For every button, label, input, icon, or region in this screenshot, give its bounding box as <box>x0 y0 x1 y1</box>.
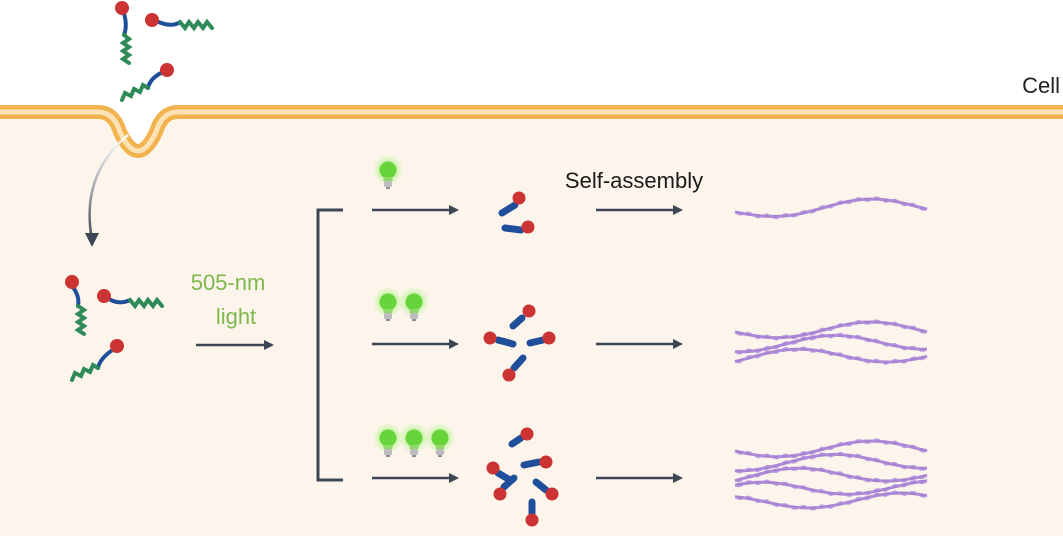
endocytosis-arrow <box>88 134 129 241</box>
cleaved-monomers-row-3 <box>486 427 559 527</box>
nanofiber-icon <box>734 319 928 341</box>
nanofiber-icon <box>734 465 928 484</box>
nanofiber-bundle-1 <box>734 196 928 220</box>
branch-bracket <box>316 208 343 482</box>
light-bulb-icon <box>398 422 430 457</box>
light-bulb-icon <box>424 422 456 457</box>
light-bulb-icon <box>372 286 404 321</box>
nanofiber-icon <box>734 346 928 365</box>
nanofiber-bundle-3 <box>734 438 928 511</box>
nanofiber-icon <box>734 479 928 498</box>
cleaved-monomers-row-1 <box>498 191 535 234</box>
nanofiber-bundles <box>734 196 928 511</box>
self-assembly-label: Self-assembly <box>565 168 703 193</box>
light-bulb-group-1 <box>372 154 404 189</box>
nanofiber-icon <box>734 332 928 355</box>
light-bulb-icon <box>372 422 404 457</box>
cell-label: Cell <box>1022 73 1060 98</box>
light-bulb-icon <box>372 154 404 189</box>
nanofiber-icon <box>734 438 928 460</box>
endocytosis-arrow-head <box>85 233 99 247</box>
nanofiber-bundle-2 <box>734 319 928 365</box>
light-bulb-group-2 <box>372 286 430 321</box>
light-wavelength-label: 505-nm <box>191 270 266 295</box>
nanofiber-icon <box>734 490 928 511</box>
extracellular-lipopeptides <box>115 1 214 102</box>
light-intensity-bulbs <box>372 154 456 457</box>
light-word-label: light <box>216 304 256 329</box>
cleaved-monomers-row-2 <box>483 304 556 382</box>
cell-membrane <box>0 105 1063 158</box>
nanofiber-icon <box>734 196 928 220</box>
light-bulb-group-3 <box>372 422 456 457</box>
light-bulb-icon <box>398 286 430 321</box>
nanofiber-icon <box>734 451 928 474</box>
intracellular-lipopeptides <box>65 275 164 382</box>
cytoplasm-region <box>0 118 1063 536</box>
